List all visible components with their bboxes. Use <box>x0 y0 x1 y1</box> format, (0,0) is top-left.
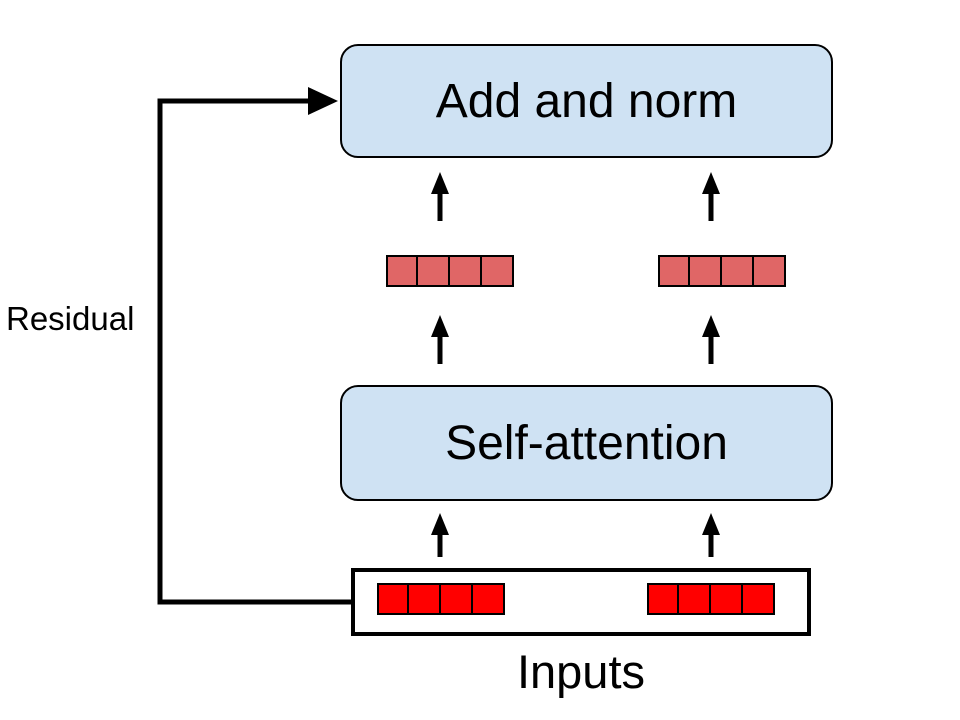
vector-cell <box>418 255 450 287</box>
vector-cell <box>743 583 775 615</box>
up-arrow-right-to-addnorm <box>702 172 720 221</box>
up-arrow-right-to-selfattention <box>702 513 720 557</box>
vector-cell <box>377 583 409 615</box>
hidden-vector-row-right <box>658 255 786 287</box>
up-arrow-left-to-hidden <box>431 315 449 364</box>
add-and-norm-box: Add and norm <box>340 44 833 158</box>
vector-cell <box>690 255 722 287</box>
self-attention-label: Self-attention <box>445 416 728 470</box>
vector-cell <box>722 255 754 287</box>
vector-cell <box>754 255 786 287</box>
vector-cell <box>658 255 690 287</box>
vector-cell <box>441 583 473 615</box>
input-vector-row-right <box>647 583 775 615</box>
residual-label: Residual <box>6 300 135 337</box>
vector-cell <box>386 255 418 287</box>
hidden-vector-row-left <box>386 255 514 287</box>
vector-cell <box>450 255 482 287</box>
residual-connection-arrow <box>157 87 351 605</box>
input-vector-row-left <box>377 583 505 615</box>
vector-cell <box>482 255 514 287</box>
vector-cell <box>409 583 441 615</box>
vector-cell <box>711 583 743 615</box>
vector-cell <box>679 583 711 615</box>
add-and-norm-label: Add and norm <box>435 74 738 128</box>
inputs-label: Inputs <box>516 645 646 698</box>
up-arrow-right-to-hidden <box>702 315 720 364</box>
up-arrow-left-to-selfattention <box>431 513 449 557</box>
vector-cell <box>647 583 679 615</box>
vector-cell <box>473 583 505 615</box>
self-attention-box: Self-attention <box>340 385 833 501</box>
up-arrow-left-to-addnorm <box>431 172 449 221</box>
